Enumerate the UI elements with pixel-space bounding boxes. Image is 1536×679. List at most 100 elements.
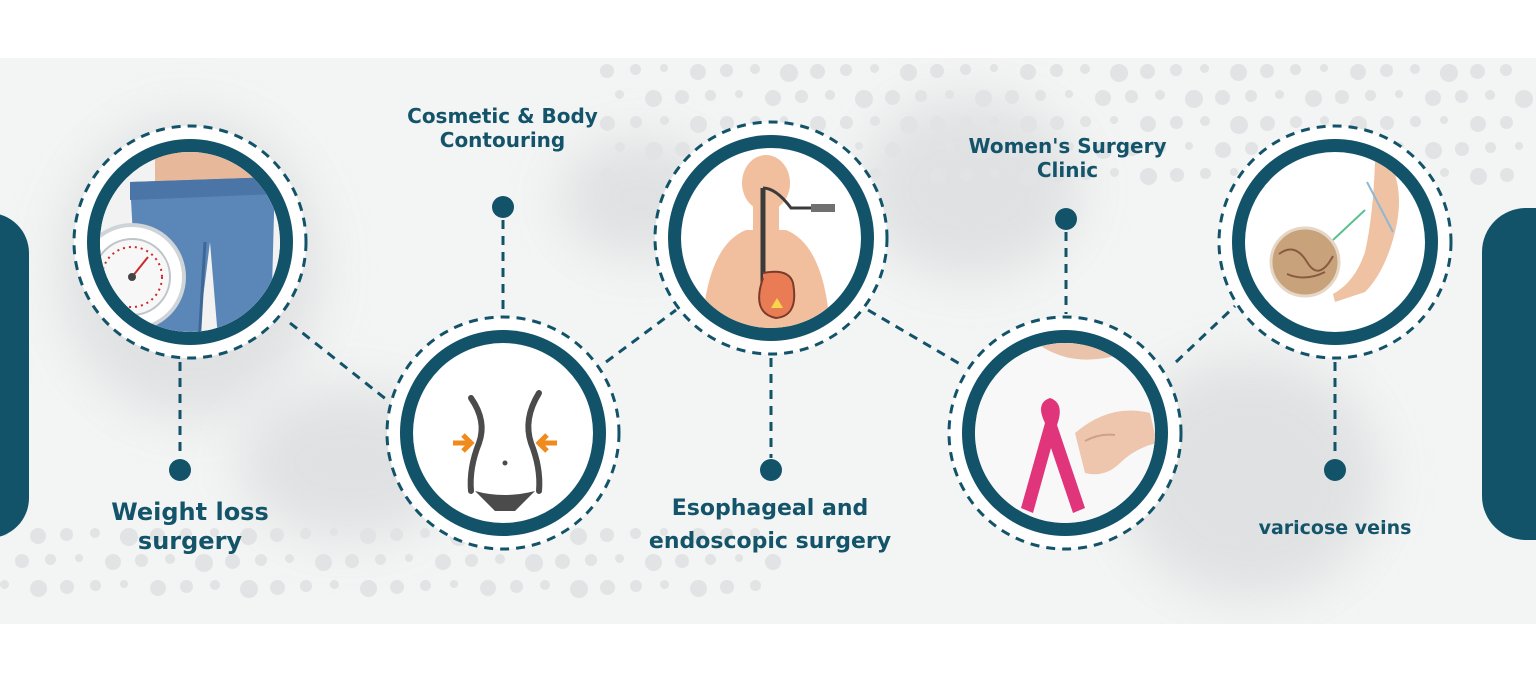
background-dot — [1230, 168, 1238, 176]
background-dot — [150, 528, 165, 543]
background-dot — [855, 90, 873, 108]
background-dot — [270, 580, 285, 595]
background-dot — [1020, 64, 1036, 80]
background-dot — [1350, 64, 1366, 80]
background-dot — [1260, 116, 1275, 131]
background-dot — [1080, 64, 1090, 74]
background-dot — [600, 580, 615, 595]
background-dot — [990, 116, 999, 125]
background-dot — [1410, 64, 1420, 74]
background-dot — [1500, 168, 1514, 182]
stem-dot-5 — [1324, 459, 1346, 481]
background-dot — [630, 168, 643, 181]
background-dot — [75, 554, 83, 562]
background-dot — [615, 554, 624, 563]
background-dot — [1380, 116, 1394, 130]
background-dot — [750, 528, 760, 538]
service-varicose-veins[interactable] — [1215, 122, 1455, 362]
background-dot — [600, 528, 614, 542]
background-dot — [1035, 90, 1046, 101]
background-dot — [1170, 116, 1183, 129]
background-dot — [300, 528, 311, 539]
service-womens-surgery[interactable] — [945, 313, 1185, 553]
background-dot — [45, 554, 56, 565]
background-dot — [735, 90, 743, 98]
background-dot — [1080, 168, 1092, 180]
background-dot — [630, 528, 641, 539]
varicose-leg-icon — [1217, 124, 1453, 360]
background-dot — [1515, 90, 1533, 108]
background-dot — [1080, 116, 1091, 127]
background-dot — [720, 116, 734, 130]
background-dot — [1500, 64, 1512, 76]
background-dot — [930, 64, 944, 78]
background-dot — [405, 554, 413, 562]
background-dot — [1140, 64, 1155, 79]
background-dot — [435, 554, 451, 570]
background-dot — [375, 554, 386, 565]
background-dot — [780, 64, 798, 82]
background-dot — [855, 142, 863, 150]
background-dot — [1290, 116, 1302, 128]
background-dot — [630, 64, 641, 75]
background-dot — [960, 64, 971, 75]
background-dot — [1050, 64, 1063, 77]
background-dot — [900, 168, 908, 176]
background-dot — [675, 90, 689, 104]
background-dot — [870, 168, 881, 179]
connector-4-5 — [1174, 304, 1237, 364]
background-dot — [1425, 90, 1441, 106]
background-dot — [1185, 142, 1193, 150]
background-dot — [975, 90, 992, 107]
service-weight-loss[interactable] — [70, 122, 310, 362]
pink-ribbon-icon — [947, 315, 1183, 551]
background-dot — [240, 528, 257, 545]
background-dot — [570, 528, 587, 545]
background-dot — [900, 116, 918, 134]
endoscopy-stomach-icon — [653, 120, 889, 356]
esophageal-label: Esophageal and endoscopic surgery — [648, 496, 892, 554]
background-dot — [705, 554, 716, 565]
background-dot — [510, 580, 523, 593]
background-dot — [705, 90, 716, 101]
background-dot — [750, 580, 761, 591]
background-dot — [990, 64, 998, 72]
service-esophageal[interactable] — [651, 118, 891, 358]
background-dot — [150, 580, 166, 596]
background-dot — [360, 528, 376, 544]
background-dot — [420, 580, 431, 591]
background-dot — [600, 116, 615, 131]
background-dot — [120, 580, 128, 588]
background-dot — [1470, 168, 1487, 185]
background-dot — [1230, 64, 1247, 81]
background-dot — [1200, 168, 1211, 179]
background-dot — [915, 142, 928, 155]
background-dot — [555, 554, 570, 569]
service-cosmetic-body[interactable] — [383, 313, 623, 553]
background-dot — [1155, 142, 1166, 153]
background-dot — [645, 142, 663, 160]
background-dot — [120, 528, 138, 546]
varicose-veins-label: varicose veins — [1258, 517, 1412, 539]
background-dot — [225, 554, 240, 569]
background-dot — [645, 90, 662, 107]
background-dot — [1215, 90, 1230, 105]
background-dot — [1065, 90, 1073, 98]
background-dot — [180, 528, 192, 540]
background-dot — [1230, 116, 1248, 134]
background-dot — [210, 528, 219, 537]
background-dot — [1410, 116, 1421, 127]
background-dot — [1365, 90, 1376, 101]
background-dot — [1110, 168, 1119, 177]
background-dot — [1335, 90, 1349, 104]
background-dot — [1020, 168, 1038, 186]
background-dot — [210, 580, 220, 590]
background-dot — [240, 580, 258, 598]
background-dot — [765, 90, 781, 106]
stem-dot-2 — [492, 196, 514, 218]
background-dot — [840, 64, 852, 76]
background-dot — [690, 580, 707, 597]
background-dot — [930, 168, 946, 184]
background-dot — [90, 528, 100, 538]
background-dot — [945, 90, 954, 99]
